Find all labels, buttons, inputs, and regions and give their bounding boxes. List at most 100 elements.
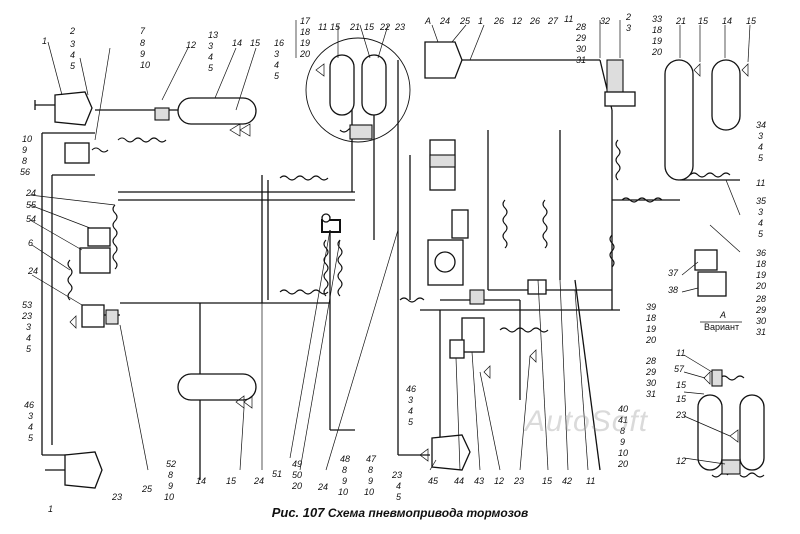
label: 11 [676,348,685,358]
label: 2 [625,12,631,22]
valve-38 [697,271,727,297]
label: 4 [408,406,413,416]
label: 9 [168,481,173,491]
label: 26 [529,16,540,26]
label: 4 [396,481,401,491]
receiver-21 [329,54,355,116]
label: 52 [166,459,176,469]
label: 3 [208,41,213,51]
figure-caption: Рис. 107 Схема пневмопривода тормозов [0,505,800,520]
label: 32 [600,16,610,26]
label: 39 [646,302,656,312]
label: 15 [676,394,687,404]
label: 15 [250,38,261,48]
label: 8 [342,465,347,475]
label: 19 [646,324,656,334]
label: 28 [645,356,656,366]
components [34,37,765,489]
label: 21 [349,22,360,32]
leader-lines [29,20,751,471]
shutoff-valves [69,63,749,462]
label: 4 [758,218,763,228]
valve-43 [461,317,485,353]
label: 18 [756,259,766,269]
label: 14 [722,16,732,26]
valve-44 [449,339,465,359]
label: 36 [756,248,766,258]
label: 8 [140,38,145,48]
label: 15 [746,16,757,26]
label: 15 [364,22,375,32]
label: 4 [208,52,213,62]
label: 3 [408,395,413,405]
label: 28 [575,22,586,32]
label: 46 [406,384,416,394]
label: 9 [620,437,625,447]
label: 3 [758,131,763,141]
label: 4 [274,60,279,70]
label: 9 [140,49,145,59]
label: 1 [478,16,483,26]
label: 30 [576,44,586,54]
label: 18 [646,313,656,323]
label: 7 [140,26,146,36]
label: 5 [208,63,214,73]
label: 1 [48,504,53,514]
label: 8 [368,465,373,475]
label: 10 [22,134,32,144]
label: 12 [186,40,196,50]
label: 4 [26,333,31,343]
label: 47 [366,454,377,464]
label: 25 [459,16,471,26]
label: 15 [698,16,709,26]
label: 10 [140,60,150,70]
flexible-hoses [67,127,765,478]
label: 9 [342,476,347,486]
receiver-14-top [177,97,257,125]
label: 23 [394,22,405,32]
label: 5 [26,344,32,354]
receiver-14-right [711,59,741,131]
label: 34 [756,120,766,130]
label: 15 [676,380,687,390]
label: 42 [562,476,572,486]
rear-left-brake-chamber [64,451,103,489]
part-labels: 1 2 3 4 5 7 8 9 10 12 13 3 4 5 14 15 16 … [20,12,767,514]
label: 23 [21,311,32,321]
label: 3 [274,49,279,59]
label: 6 [28,238,33,248]
label: 4 [28,422,33,432]
label: 15 [330,22,341,32]
label: 4 [758,142,763,152]
valve-box-55 [87,227,111,247]
label: 45 [428,476,439,486]
label: 11 [564,14,573,24]
label: 12 [676,456,686,466]
label: 21 [675,16,686,26]
label: 30 [756,316,766,326]
label: 12 [512,16,522,26]
label: 24 [439,16,450,26]
label: 56 [20,167,30,177]
label: 26 [493,16,504,26]
figure-number: Рис. 107 [271,505,325,520]
label: 54 [26,214,36,224]
label: 19 [300,38,310,48]
label: 8 [620,426,625,436]
label: 18 [652,25,662,35]
label: 38 [668,285,678,295]
label: 3 [28,411,33,421]
label: 4 [70,50,75,60]
valve-box-54 [79,247,111,274]
label: 18 [300,27,310,37]
label: 33 [652,14,662,24]
label: 10 [364,487,374,497]
label: 2 [69,26,75,36]
callout-circle-a [305,37,411,143]
label: 40 [618,404,628,414]
label: 24 [253,476,264,486]
label: 28 [755,294,766,304]
label: 9 [22,145,27,155]
label: 20 [651,47,662,57]
